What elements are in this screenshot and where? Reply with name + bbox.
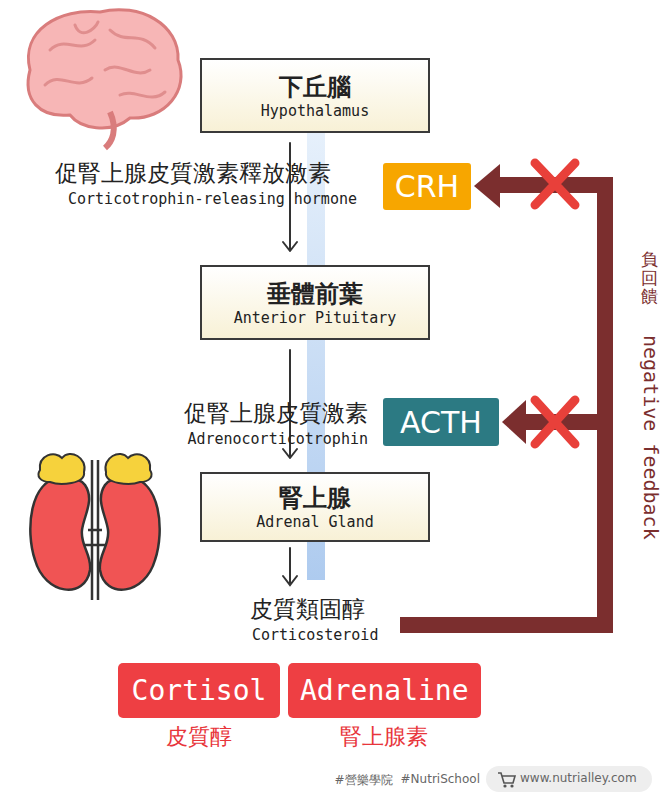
hormone-tag: CRH — [383, 163, 471, 210]
hormone-label-en: Adrenocorticotrophin — [187, 430, 368, 448]
hormone-label: 促腎上腺皮質激素 — [184, 398, 368, 429]
block-cross — [535, 163, 575, 444]
hormone-name: Adrenaline — [300, 674, 469, 707]
feedback-loop — [400, 164, 605, 625]
process-box: 腎上腺Adrenal Gland — [200, 472, 430, 542]
hormone-label-en: Corticotrophin-releasing hormone — [68, 190, 357, 208]
node-title: 垂體前葉 — [267, 279, 363, 309]
pill-box: Cortisol — [118, 663, 280, 718]
pill-box: Adrenaline — [288, 663, 481, 718]
hormone-pill: Cortisol 皮質醇 — [118, 663, 280, 752]
output-label: 皮質類固醇 — [250, 594, 365, 625]
hormone-name: Cortisol — [132, 674, 267, 707]
hormone-label: 促腎上腺皮質激素釋放激素 — [55, 158, 331, 189]
process-box: 垂體前葉Anterior Pituitary — [200, 265, 430, 340]
node-subtitle: Adrenal Gland — [256, 513, 373, 531]
output-arrow — [283, 548, 297, 585]
hashtag: #NutriSchool — [401, 772, 480, 786]
feedback-label-en: negative feedback — [639, 335, 663, 540]
website: www.nutrialley.com — [520, 771, 637, 785]
hormone-abbr: CRH — [395, 169, 459, 204]
hormone-name-zh: 腎上腺素 — [340, 722, 428, 752]
hormone-tag: ACTH — [383, 398, 499, 446]
brain-illustration — [28, 10, 181, 148]
node-subtitle: Anterior Pituitary — [234, 309, 397, 327]
hashtag: #營樂學院 — [334, 772, 392, 789]
hormone-pill: Adrenaline 腎上腺素 — [288, 663, 481, 752]
node-subtitle: Hypothalamus — [261, 102, 369, 120]
feedback-label: 負回饋 — [641, 250, 658, 306]
hormone-abbr: ACTH — [400, 405, 482, 440]
hormone-name-zh: 皮質醇 — [166, 722, 232, 752]
kidney-illustration — [30, 454, 159, 600]
footer-pill — [486, 766, 652, 792]
output-label-en: Corticosteroid — [252, 626, 378, 644]
node-title: 腎上腺 — [279, 483, 351, 513]
process-box: 下丘腦Hypothalamus — [200, 58, 430, 133]
node-title: 下丘腦 — [279, 72, 351, 102]
